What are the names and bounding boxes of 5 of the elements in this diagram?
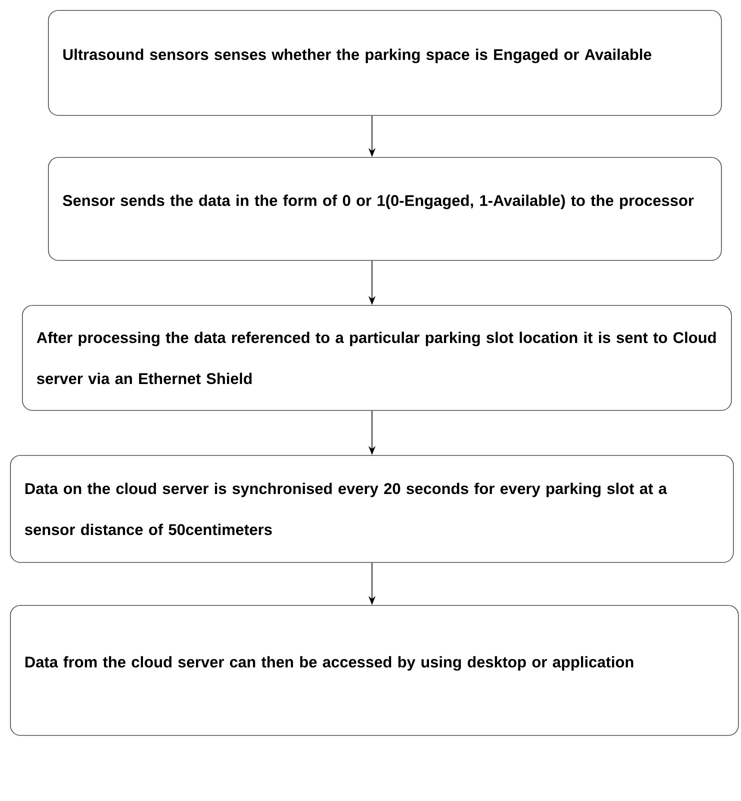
process-box: Sensor sends the data in the form of 0 or 1(0-Engaged, 1-Available) to the processor — [48, 157, 722, 261]
process-box: After processing the data referenced to a particular parking slot location it is sent to Cloud server via an Ethernet Shield — [22, 305, 732, 411]
process-box: Data on the cloud server is synchronised every 20 seconds for every parking slot at a sensor distance of 50centimeters — [10, 455, 734, 563]
process-box: Data from the cloud server can then be accessed by using desktop or application — [10, 605, 739, 736]
process-box: Ultrasound sensors senses whether the parking space is Engaged or Available — [48, 10, 722, 116]
